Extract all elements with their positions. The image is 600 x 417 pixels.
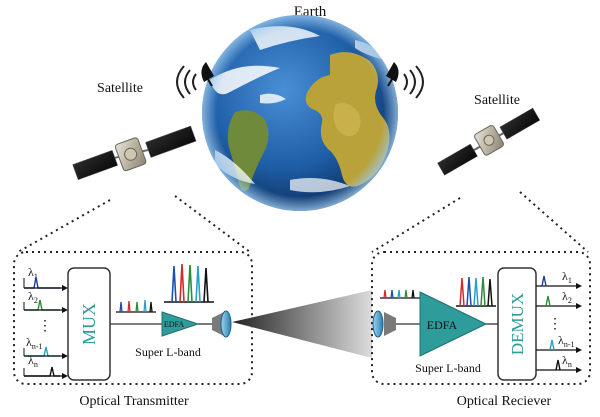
- optical-receiver-label: Optical Reciever: [457, 394, 552, 409]
- satellite-icon: [437, 107, 541, 176]
- rx-edfa-amplifier: EDFA: [419, 291, 488, 357]
- lens-icon: [212, 310, 232, 338]
- tx-band-label: Super L-band: [135, 345, 201, 359]
- tx-mux-spectrum: [116, 299, 156, 313]
- zoom-lines: [17, 191, 589, 253]
- rx-ellipsis: ⋮: [548, 317, 562, 332]
- free-space-optical-beam: [232, 290, 372, 358]
- mux-block: MUX: [67, 267, 111, 381]
- lens-icon: [372, 310, 396, 338]
- rx-band-label: Super L-band: [415, 361, 481, 375]
- rx-input-spectrum: [380, 289, 420, 299]
- tx-channel-1: λ1: [23, 265, 68, 291]
- svg-text:λ2: λ2: [562, 289, 572, 305]
- rx-amplified-spectrum: [456, 276, 496, 307]
- svg-text:λn: λn: [28, 353, 38, 369]
- rx-channel-n-1: λn-1: [536, 333, 582, 353]
- tx-channel-2: λ2: [23, 289, 68, 313]
- tx-input-channels: λ1 λ2 ⋮ λn-1 λn: [23, 265, 68, 379]
- tx-amplified-spectrum: [164, 263, 214, 303]
- demux-block: DEMUX: [497, 267, 537, 381]
- signal-waves-icon: [176, 65, 197, 99]
- rx-channel-n: λn: [536, 353, 582, 373]
- svg-text:λ2: λ2: [28, 289, 38, 305]
- mux-label: MUX: [79, 303, 99, 345]
- svg-text:λ1: λ1: [562, 269, 572, 285]
- satellite-icon: [72, 125, 197, 181]
- svg-text:λn: λn: [562, 353, 572, 369]
- signal-waves-icon: [403, 65, 424, 99]
- tx-channel-n: λn: [23, 353, 68, 379]
- rx-output-channels: λ1 λ2 ⋮ λn-1 λn: [536, 269, 582, 373]
- optical-transmitter-label: Optical Transmitter: [79, 394, 189, 409]
- rx-edfa-label: EDFA: [427, 318, 458, 332]
- optical-receiver-box: [371, 251, 591, 385]
- antenna-dish-icon: [386, 62, 399, 87]
- satellite-left-label: Satellite: [97, 81, 143, 96]
- svg-text:λ1: λ1: [28, 265, 38, 281]
- tx-channel-n-1: λn-1: [23, 335, 68, 359]
- tx-edfa-label: EDFA: [164, 320, 185, 329]
- antenna-dish-icon: [201, 62, 214, 87]
- tx-ellipsis: ⋮: [38, 319, 52, 334]
- rx-channel-2: λ2: [536, 289, 582, 309]
- rx-channel-1: λ1: [536, 269, 582, 289]
- demux-label: DEMUX: [508, 293, 527, 355]
- svg-text:λn-1: λn-1: [26, 335, 43, 351]
- tx-edfa-amplifier: EDFA: [161, 311, 200, 337]
- svg-text:λn-1: λn-1: [558, 333, 575, 349]
- earth-globe-icon: [202, 15, 398, 211]
- satellite-right-label: Satellite: [474, 93, 520, 108]
